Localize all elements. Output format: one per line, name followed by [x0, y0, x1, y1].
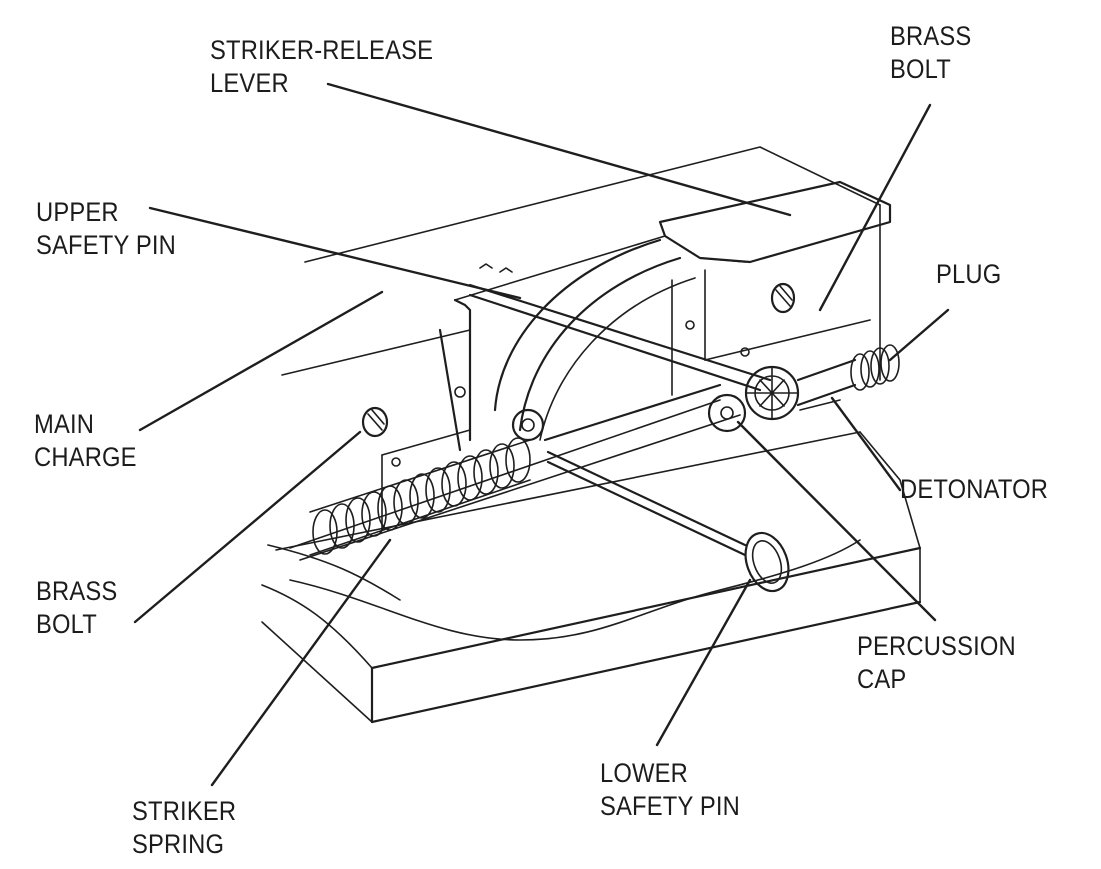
label-line: CAP [857, 664, 907, 694]
label-striker-spring: STRIKER SPRING [132, 795, 236, 861]
label-brass-bolt-left: BRASS BOLT [36, 575, 117, 641]
detonator-part [744, 358, 857, 421]
label-line: MAIN [34, 409, 95, 439]
label-line: STRIKER [132, 796, 237, 826]
label-lower-safety-pin: LOWER SAFETY PIN [600, 757, 740, 823]
label-line: PERCUSSION [857, 631, 1016, 661]
release-arm [493, 238, 696, 442]
brass-bolt-top-part [770, 282, 796, 314]
label-upper-safety-pin: UPPER SAFETY PIN [36, 196, 176, 262]
brass-bolt-left-part [361, 406, 389, 438]
label-line: PLUG [936, 259, 1002, 289]
label-line: BRASS [36, 576, 118, 606]
lower-safety-pin-part [546, 450, 790, 593]
label-percussion-cap: PERCUSSION CAP [857, 630, 1016, 696]
label-line: BOLT [890, 54, 952, 84]
label-line: STRIKER-RELEASE [210, 35, 434, 65]
label-line: UPPER [36, 197, 119, 227]
label-line: BOLT [36, 609, 98, 639]
label-detonator: DETONATOR [900, 473, 1048, 506]
label-line: CHARGE [34, 442, 137, 472]
percussion-cap-part [707, 393, 747, 433]
label-line: SPRING [132, 829, 225, 859]
upper-safety-pin-rod [468, 263, 772, 392]
label-striker-release-lever: STRIKER-RELEASE LEVER [210, 34, 433, 100]
label-plug: PLUG [936, 258, 1001, 291]
striker-spring-assembly [289, 383, 741, 561]
label-line: BRASS [890, 21, 972, 51]
label-line: LEVER [210, 68, 289, 98]
label-line: SAFETY PIN [36, 230, 176, 260]
leader-lines [133, 82, 950, 787]
label-line: SAFETY PIN [600, 791, 740, 821]
upper-housing [281, 146, 892, 531]
label-line: LOWER [600, 758, 689, 788]
main-charge-block [261, 431, 922, 724]
label-brass-bolt-top: BRASS BOLT [890, 20, 971, 86]
label-line: DETONATOR [900, 474, 1049, 504]
label-main-charge: MAIN CHARGE [34, 408, 137, 474]
plug-part [850, 344, 900, 391]
